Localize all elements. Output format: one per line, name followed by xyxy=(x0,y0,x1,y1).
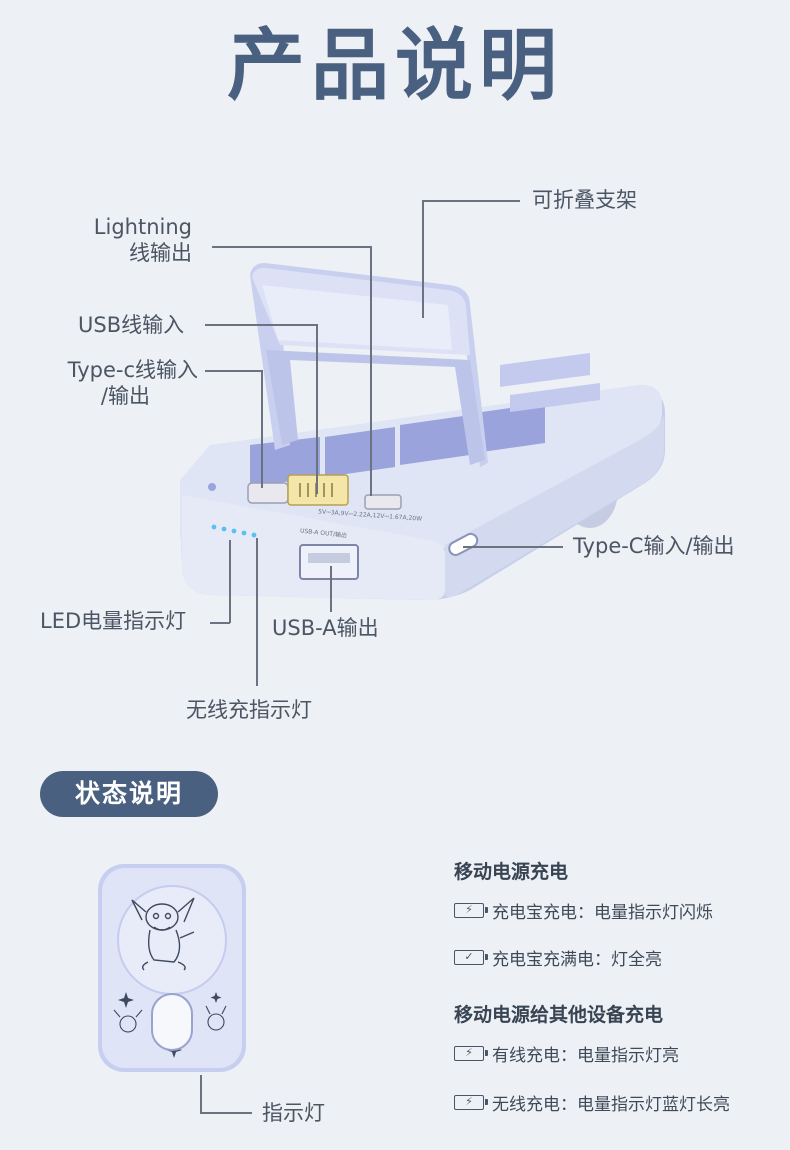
callout-line-led-h xyxy=(210,622,230,624)
callout-typec-port: Type-C输入/输出 xyxy=(573,534,735,558)
section2-row-1-text: 有线充电：电量指示灯亮 xyxy=(492,1046,679,1066)
led-dots xyxy=(211,524,257,538)
callout-usba: USB-A输出 xyxy=(272,616,379,640)
callout-typec-line1: Type-c线输入 xyxy=(67,358,198,382)
callout-line-stand-v xyxy=(422,200,424,318)
section2-row-1: ⚡ 有线充电：电量指示灯亮 xyxy=(454,1041,679,1066)
character-icon xyxy=(131,897,195,971)
section1-row-1: ⚡ 充电宝充电：电量指示灯闪烁 xyxy=(454,898,713,923)
callout-lightning-line1: Lightning xyxy=(93,215,192,239)
indicator-callout-h xyxy=(200,1112,252,1114)
callout-lightning: Lightning 线输出 xyxy=(60,214,192,267)
section1-heading: 移动电源充电 xyxy=(454,861,569,883)
callout-line-led-v xyxy=(229,540,231,623)
section2-row-2-text: 无线充电：电量指示灯蓝灯长亮 xyxy=(492,1095,730,1115)
power-bank-illustration xyxy=(179,263,665,600)
indicator-label: 指示灯 xyxy=(262,1101,325,1125)
callout-led: LED电量指示灯 xyxy=(40,609,187,633)
callout-typec-line2: /输出 xyxy=(100,384,150,409)
callout-line-typec-h xyxy=(205,370,262,372)
callout-line-lightning-v xyxy=(370,246,372,496)
callout-line-typec-port xyxy=(463,546,563,548)
callout-lightning-line2: 线输出 xyxy=(129,241,192,266)
callout-stand: 可折叠支架 xyxy=(532,188,637,212)
section1-row-1-text: 充电宝充电：电量指示灯闪烁 xyxy=(492,903,713,923)
callout-line-wireless-led xyxy=(256,538,258,686)
page-title: 产品说明 xyxy=(226,21,563,111)
section1-row-2: ✓ 充电宝充满电：灯全亮 xyxy=(454,945,662,970)
section2-row-2: ⚡ 无线充电：电量指示灯蓝灯长亮 xyxy=(454,1090,730,1115)
full-battery-icon: ✓ xyxy=(454,950,488,965)
callout-line-usb-in-v xyxy=(316,324,318,494)
callout-line-usb-in-h xyxy=(205,324,317,326)
indicator-callout-v xyxy=(200,1075,202,1113)
charging-battery-icon: ⚡ xyxy=(454,903,488,918)
section1-row-2-text: 充电宝充满电：灯全亮 xyxy=(492,950,662,970)
callout-line-stand-h xyxy=(422,200,520,202)
charging-battery-icon: ⚡ xyxy=(454,1046,488,1061)
device-back-illustration xyxy=(98,864,246,1072)
callout-line-typec-v xyxy=(261,370,263,488)
callout-line-lightning-h xyxy=(212,246,372,248)
callout-typec: Type-c线输入 /输出 xyxy=(40,357,198,410)
charging-battery-icon: ⚡ xyxy=(454,1095,488,1110)
section2-heading: 移动电源给其他设备充电 xyxy=(454,1004,664,1026)
callout-wireless-led: 无线充指示灯 xyxy=(186,698,312,722)
status-section-title: 状态说明 xyxy=(40,771,218,817)
callout-line-usba xyxy=(330,566,332,612)
callout-usb-in: USB线输入 xyxy=(78,313,185,337)
